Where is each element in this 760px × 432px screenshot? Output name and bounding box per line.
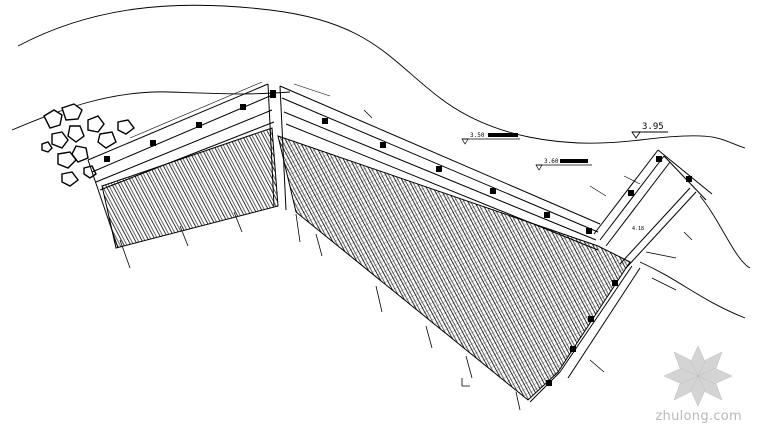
terrain-curve-right xyxy=(639,195,751,319)
boardwalk-rails xyxy=(87,83,713,403)
elevation-marker-small: 4.18 xyxy=(632,226,644,232)
rock-cluster xyxy=(41,103,135,187)
svg-text:3.95: 3.95 xyxy=(642,122,664,132)
terrain-curve-top xyxy=(17,4,746,149)
deck-left-section xyxy=(101,127,279,249)
watermark-text: zhulong.com xyxy=(655,409,742,424)
elevation-marker-mid-a: 3.50 xyxy=(461,132,520,145)
zhulong-logo-icon xyxy=(663,345,733,407)
svg-text:3.60: 3.60 xyxy=(544,158,559,165)
elevation-marker-upper-right: 3.95 xyxy=(631,122,668,139)
dimension-ticks xyxy=(129,81,641,197)
svg-text:4.18: 4.18 xyxy=(632,226,644,232)
leader-lines xyxy=(119,109,693,411)
elevation-marker-mid-b: 3.60 xyxy=(535,158,592,171)
svg-text:3.50: 3.50 xyxy=(470,132,485,139)
rail-posts xyxy=(104,90,692,386)
